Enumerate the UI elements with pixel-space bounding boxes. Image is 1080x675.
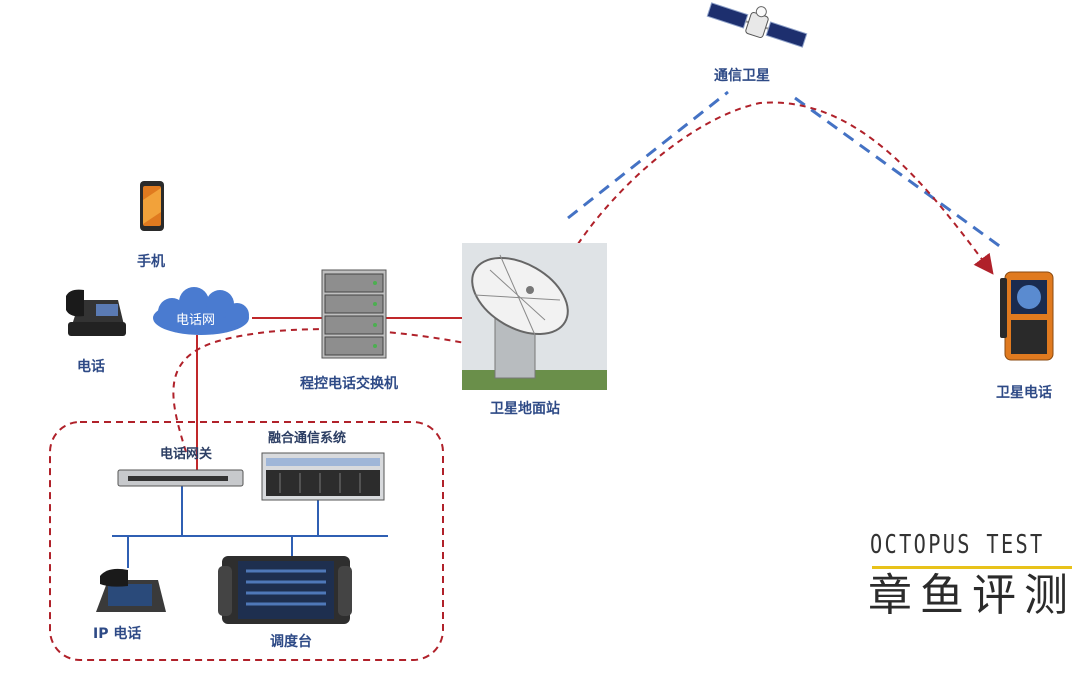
fusion-server-icon: [261, 452, 385, 501]
pbx-label: 程控电话交换机: [300, 376, 398, 392]
satellite-downlink-line: [794, 96, 1006, 252]
phone-label: 电话: [77, 359, 105, 375]
satellite-icon: [706, 2, 808, 48]
brand-logo-en: OCTOPUS TEST: [870, 530, 1045, 560]
ip-phone-icon: [96, 568, 166, 612]
console-label: 调度台: [270, 634, 312, 650]
mobile-phone-icon: [140, 181, 164, 231]
fusion-label: 融合通信系统: [268, 431, 347, 446]
sat-phone-label: 卫星电话: [996, 385, 1052, 401]
satellite-phone-icon: [1000, 271, 1054, 361]
ip-phone-label: IP 电话: [93, 626, 142, 642]
satellite-label: 通信卫星: [714, 68, 770, 84]
gateway-label: 电话网关: [160, 447, 213, 462]
cloud-label: 电话网: [176, 313, 216, 328]
ground-station-image: [462, 243, 607, 390]
brand-underline: [872, 566, 1072, 569]
ground-station-label: 卫星地面站: [490, 401, 560, 417]
pbx-server-icon: [321, 269, 387, 359]
brand-logo-cn: 章鱼评测: [868, 570, 1076, 621]
mobile-label: 手机: [137, 254, 165, 270]
desk-phone-icon: [66, 289, 126, 336]
phone-network-cloud: [153, 287, 249, 335]
phone-gateway-icon: [117, 469, 244, 487]
satellite-uplink-line: [567, 90, 729, 220]
local-network-boundary: [49, 421, 444, 661]
dispatch-console-icon: [218, 556, 352, 624]
